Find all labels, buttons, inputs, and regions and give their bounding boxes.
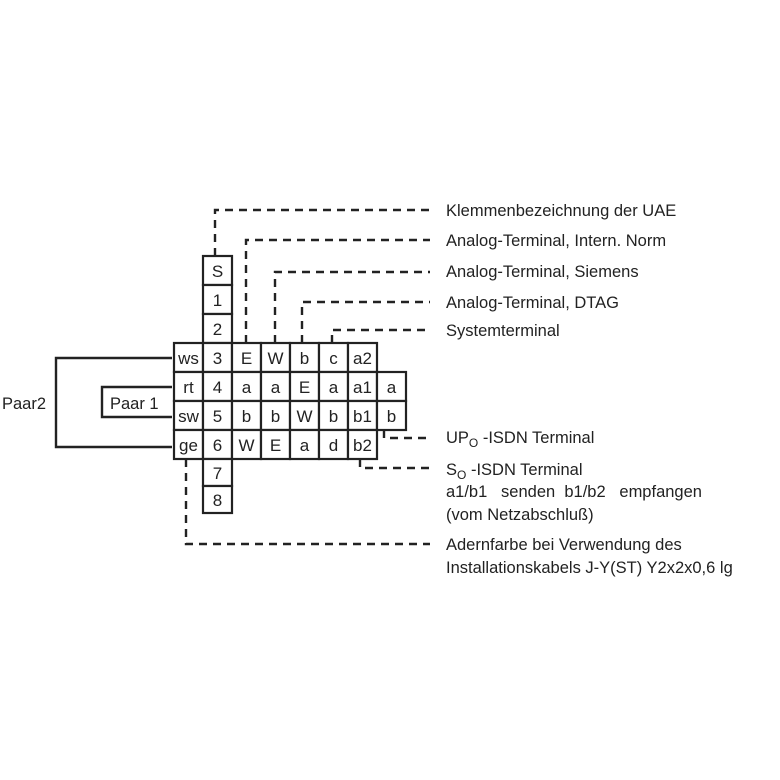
cell-r1-c7-text: a xyxy=(387,378,397,397)
cell-r3-c6 xyxy=(346,428,379,461)
label-system: Systemterminal xyxy=(446,322,560,340)
cell-r3-c0-text: ge xyxy=(179,436,198,455)
label-s0-line3: (vom Netzabschluß) xyxy=(446,506,594,524)
cell-r2-c4-text: W xyxy=(296,407,312,426)
label-s0-line2: a1/b1 senden b1/b2 empfangen xyxy=(446,483,702,501)
cell-r3-c1-text: 6 xyxy=(213,436,222,455)
label-analog-intern: Analog-Terminal, Intern. Norm xyxy=(446,232,666,250)
cell-7-text: 7 xyxy=(213,464,222,483)
label-up0: UPO -ISDN Terminal xyxy=(446,429,594,450)
cell-2-text: 2 xyxy=(213,320,222,339)
cell-r3-c2-text: W xyxy=(238,436,254,455)
cell-r1-c6-text: a1 xyxy=(353,378,372,397)
cell-r2-c1-text: 5 xyxy=(213,407,222,426)
label-s0-sub: O xyxy=(457,468,466,482)
cell-r3-c4-text: a xyxy=(300,436,310,455)
cell-r3-c5 xyxy=(317,428,350,461)
cell-r2-c5-text: b xyxy=(329,407,338,426)
cell-2 xyxy=(201,312,234,345)
leader-cable xyxy=(184,459,430,546)
cell-1-text: 1 xyxy=(213,291,222,310)
label-cable-line2: Installationskabels J-Y(ST) Y2x2x0,6 lg xyxy=(446,559,733,577)
label-up0-rest: -ISDN Terminal xyxy=(478,429,594,447)
cell-r1-c4-text: E xyxy=(299,378,310,397)
label-up0-sub: O xyxy=(469,436,478,450)
label-s0-rest: -ISDN Terminal xyxy=(466,461,582,479)
label-analog-siemens: Analog-Terminal, Siemens xyxy=(446,263,639,281)
cell-7 xyxy=(201,457,234,488)
labels: Klemmenbezeichnung der UAE Analog-Termin… xyxy=(446,202,733,577)
cell-r2-c0-text: sw xyxy=(178,407,200,426)
main-block-text: ws 3 E W b c a2 rt 4 a a E a a1 a sw 5 b… xyxy=(177,349,397,455)
terminal-grid: S 1 2 xyxy=(172,254,408,515)
cell-r1-c1-text: 4 xyxy=(213,378,222,397)
cell-r0-c3-text: W xyxy=(267,349,283,368)
cell-r0-c1-text: 3 xyxy=(213,349,222,368)
leader-lines xyxy=(184,208,430,546)
cell-r2-c7-text: b xyxy=(387,407,396,426)
cell-r2-c3-text: b xyxy=(271,407,280,426)
cell-r0-c2 xyxy=(230,341,263,374)
label-s0: SO -ISDN Terminal xyxy=(446,461,583,482)
label-up0-main: UP xyxy=(446,429,469,447)
cell-r0-c5-text: c xyxy=(329,349,338,368)
leader-uae xyxy=(213,208,430,256)
cell-r1-c6 xyxy=(346,370,379,403)
paar1-label: Paar 1 xyxy=(110,395,159,413)
cell-r2-c1 xyxy=(201,399,234,432)
cell-r1-c0-text: rt xyxy=(183,378,194,397)
label-analog-dtag: Analog-Terminal, DTAG xyxy=(446,294,619,312)
pair-brackets: Paar2 Paar 1 xyxy=(2,356,172,449)
label-uae: Klemmenbezeichnung der UAE xyxy=(446,202,676,220)
leader-s0 xyxy=(358,459,430,470)
cell-r1-c2-text: a xyxy=(242,378,252,397)
cell-r2-c7 xyxy=(375,399,408,432)
cell-r0-c6-text: a2 xyxy=(353,349,372,368)
leader-analog-siemens xyxy=(273,270,430,343)
cell-r2-c6-text: b1 xyxy=(353,407,372,426)
cell-r3-c6-text: b2 xyxy=(353,436,372,455)
label-cable-line1: Adernfarbe bei Verwendung des xyxy=(446,536,682,554)
cell-r3-c0 xyxy=(172,428,205,461)
cell-r0-c0 xyxy=(172,341,205,374)
paar2-bracket xyxy=(54,356,172,449)
cell-8-text: 8 xyxy=(213,491,222,510)
cell-8 xyxy=(201,484,234,515)
cell-r3-c5-text: d xyxy=(329,436,338,455)
cell-r3-c3-text: E xyxy=(270,436,281,455)
cell-r1-c5-text: a xyxy=(329,378,339,397)
cell-r1-c3-text: a xyxy=(271,378,281,397)
cell-s-text: S xyxy=(212,262,223,281)
leader-analog-intern xyxy=(244,238,430,343)
cell-1 xyxy=(201,283,234,316)
leader-system xyxy=(330,328,430,343)
leader-up0 xyxy=(382,430,430,440)
paar1-bracket xyxy=(100,385,172,419)
leader-analog-dtag xyxy=(300,300,430,343)
cell-r2-c2-text: b xyxy=(242,407,251,426)
label-s0-main: S xyxy=(446,461,457,479)
cell-r3-c3 xyxy=(259,428,292,461)
cell-r3-c4 xyxy=(288,428,321,461)
cell-r0-c2-text: E xyxy=(241,349,252,368)
cell-r2-c3 xyxy=(259,399,292,432)
cell-r0-c4-text: b xyxy=(300,349,309,368)
cell-r0-c0-text: ws xyxy=(177,349,199,368)
paar2-label: Paar2 xyxy=(2,395,46,413)
